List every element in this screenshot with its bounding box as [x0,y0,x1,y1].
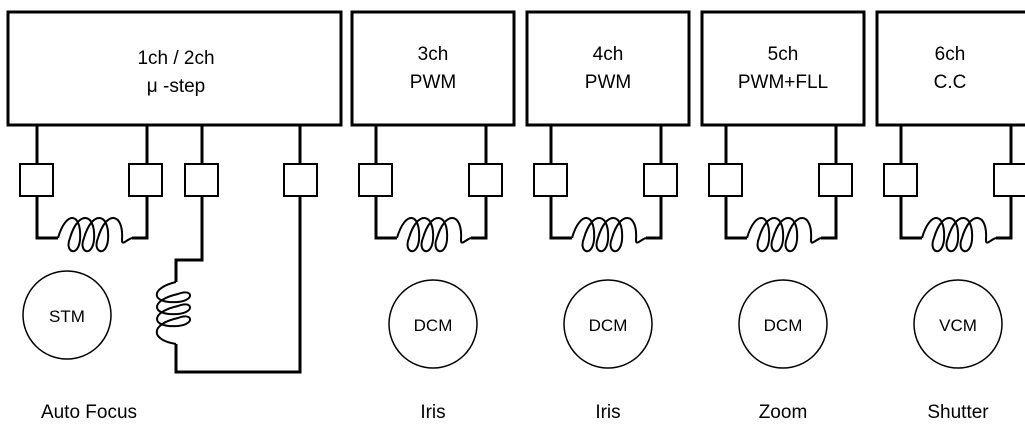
block-4ch: 4ch PWM DCM Iris [525,10,691,423]
driver-label-6ch-line1: 6ch [935,44,966,65]
switch-box-c [184,163,219,197]
motor-circle-stm [22,270,112,360]
driver-box-6ch [875,10,1025,127]
block-3ch: 3ch PWM DCM Iris [350,10,516,423]
wire-4ch-right [646,125,663,240]
caption-iris-3ch: Iris [420,402,445,423]
driver-label-4ch-line2: PWM [585,72,631,93]
coil-5ch [746,217,822,252]
wire-coil-loop-2 [174,196,302,374]
switch-box-4ch-right [643,163,678,197]
switch-box-b [128,163,163,197]
motor-label-stm: STM [49,307,85,326]
coil-4ch [571,217,647,252]
motor-label-5ch: DCM [764,316,803,335]
driver-label-6ch-line2: C.C [934,72,967,93]
driver-label-4ch-line1: 4ch [593,44,624,65]
caption-iris-4ch: Iris [595,402,620,423]
motor-label-4ch: DCM [589,316,628,335]
switch-box-5ch-left [708,163,743,197]
switch-box-6ch-right [993,163,1025,197]
driver-box-5ch [700,10,866,127]
driver-box-4ch [525,10,691,127]
block-1ch-2ch: 1ch / 2ch μ -step STM Auto Focus [6,10,343,423]
driver-label-1ch-2ch-line2: μ -step [147,76,205,97]
driver-label-5ch-line1: 5ch [768,44,799,65]
driver-label-3ch-line2: PWM [410,72,456,93]
caption-shutter: Shutter [927,402,989,423]
block-5ch: 5ch PWM+FLL DCM Zoom [700,10,866,423]
switch-box-3ch-left [358,163,393,197]
coil-vertical-2 [155,281,191,345]
wire-3ch-right [471,125,488,240]
motor-circle-6ch [913,279,1003,369]
switch-box-a [19,163,54,197]
motor-circle-4ch [563,279,653,369]
wire-4ch-left [549,125,572,240]
switch-box-5ch-right [818,163,853,197]
wire-3ch-left [374,125,397,240]
block-6ch: 6ch C.C VCM Shutter [875,10,1025,423]
motor-circle-3ch [388,279,478,369]
driver-label-1ch-2ch-line1: 1ch / 2ch [137,48,214,69]
motor-label-6ch: VCM [939,316,977,335]
driver-box-3ch [350,10,516,127]
wire-coil-loop-1 [35,196,149,240]
driver-label-3ch-line1: 3ch [418,44,449,65]
switch-box-6ch-left [883,163,918,197]
coil-3ch [396,217,472,252]
coil-horizontal-1 [57,217,133,252]
wire-5ch-left [724,125,747,240]
switch-box-4ch-left [533,163,568,197]
switch-box-3ch-right [468,163,503,197]
motor-circle-5ch [738,279,828,369]
wire-5ch-right [821,125,838,240]
driver-box-1ch-2ch [6,10,343,127]
wire-6ch-left [899,125,922,240]
caption-auto-focus: Auto Focus [41,402,137,423]
driver-label-5ch-line2: PWM+FLL [738,72,828,93]
switch-box-d [283,163,318,197]
coil-6ch [921,217,997,252]
caption-zoom: Zoom [759,402,808,423]
motor-label-3ch: DCM [414,316,453,335]
wire-6ch-right [996,125,1013,240]
